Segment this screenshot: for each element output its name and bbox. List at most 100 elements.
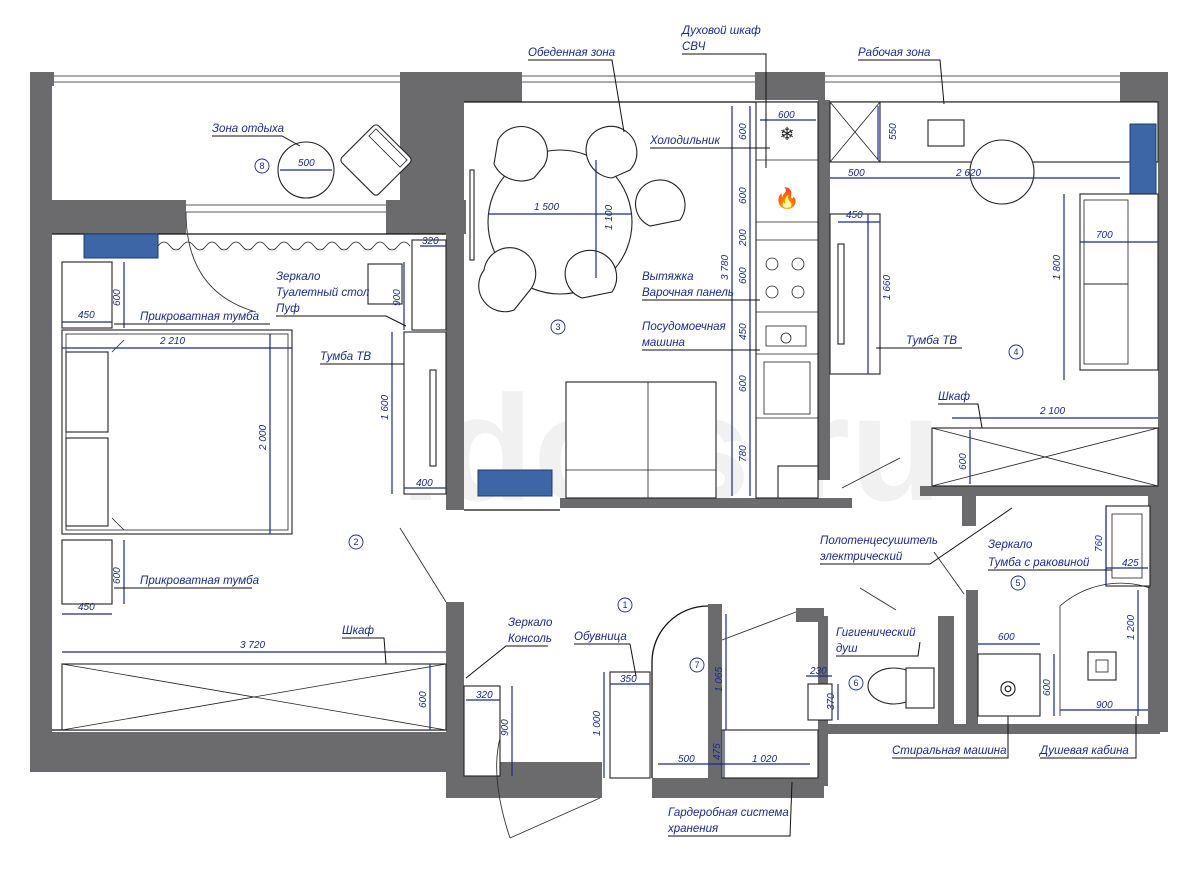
svg-text:475: 475 bbox=[712, 743, 723, 760]
doors bbox=[185, 211, 965, 839]
svg-text:1 000: 1 000 bbox=[592, 711, 603, 736]
svg-text:550: 550 bbox=[888, 123, 899, 140]
svg-text:1 100: 1 100 bbox=[604, 205, 615, 230]
label-dishwasher-2: машина bbox=[642, 337, 685, 349]
room-number-7: 7 bbox=[694, 660, 699, 670]
label-mirror-1: Зеркало bbox=[276, 271, 321, 283]
svg-text:600: 600 bbox=[958, 453, 969, 470]
svg-text:600: 600 bbox=[1042, 679, 1053, 696]
label-pouf: Пуф bbox=[276, 303, 300, 315]
svg-text:3 780: 3 780 bbox=[720, 255, 731, 280]
label-mirror-2: Зеркало bbox=[988, 539, 1033, 551]
svg-text:780: 780 bbox=[738, 445, 749, 462]
labels: Обеденная зона Духовой шкаф СВЧ Рабочая … bbox=[114, 25, 1137, 837]
label-towel-2: электрический bbox=[820, 551, 903, 563]
curtain bbox=[157, 241, 411, 251]
flame-icon: 🔥 bbox=[775, 186, 800, 210]
svg-text:900: 900 bbox=[500, 719, 511, 736]
svg-text:1 660: 1 660 bbox=[882, 275, 893, 300]
label-storage-2: хранения bbox=[667, 823, 718, 835]
label-hygienic-1: Гигиенический bbox=[836, 627, 916, 639]
svg-text:1 600: 1 600 bbox=[380, 395, 391, 420]
svg-text:700: 700 bbox=[1096, 230, 1113, 241]
svg-text:1 800: 1 800 bbox=[1052, 255, 1063, 280]
bath-furniture: ◎ 5 6 1 7 bbox=[463, 505, 1151, 779]
svg-text:350: 350 bbox=[620, 674, 637, 685]
label-rest-zone: Зона отдыха bbox=[212, 123, 284, 135]
svg-text:1 500: 1 500 bbox=[534, 202, 559, 213]
label-microwave: СВЧ bbox=[682, 41, 706, 53]
label-console: Консоль bbox=[508, 633, 552, 645]
room-number-5: 5 bbox=[1015, 578, 1020, 588]
svg-text:600: 600 bbox=[738, 123, 749, 140]
svg-text:600: 600 bbox=[418, 691, 429, 708]
laptop-icon bbox=[927, 119, 965, 147]
svg-text:2 100: 2 100 bbox=[1039, 406, 1065, 417]
svg-text:760: 760 bbox=[1094, 535, 1105, 552]
label-towel-1: Полотенцесушитель bbox=[820, 535, 938, 547]
svg-text:3 720: 3 720 bbox=[240, 640, 265, 651]
label-hygienic-2: душ bbox=[836, 643, 858, 655]
dimensions: 600 550 600 600 200 600 450 600 780 1 50… bbox=[62, 106, 1158, 778]
svg-text:200: 200 bbox=[738, 229, 749, 247]
label-wardrobe-2: Шкаф bbox=[342, 625, 374, 637]
label-dishwasher-1: Посудомоечная bbox=[642, 321, 726, 333]
bedroom-furniture: 2 bbox=[61, 233, 447, 731]
svg-text:450: 450 bbox=[78, 602, 95, 613]
room-number-2: 2 bbox=[353, 537, 358, 547]
label-oven: Духовой шкаф bbox=[680, 25, 761, 37]
label-dining-zone: Обеденная зона bbox=[528, 47, 615, 59]
label-shower: Душевая кабина bbox=[1038, 745, 1129, 757]
label-vanity-table: Туалетный стол bbox=[276, 287, 370, 299]
svg-text:500: 500 bbox=[298, 158, 315, 169]
svg-text:450: 450 bbox=[78, 310, 95, 321]
svg-text:900: 900 bbox=[1096, 700, 1113, 711]
svg-text:400: 400 bbox=[416, 478, 433, 489]
walls bbox=[30, 72, 1168, 798]
label-work-zone: Рабочая зона bbox=[858, 47, 930, 59]
label-mirror-3: Зеркало bbox=[508, 617, 553, 629]
svg-text:425: 425 bbox=[1122, 558, 1139, 569]
svg-text:1 020: 1 020 bbox=[752, 754, 777, 765]
label-wardrobe-1: Шкаф bbox=[938, 391, 970, 403]
label-shoe-rack: Обувница bbox=[574, 631, 627, 643]
svg-text:320: 320 bbox=[422, 236, 439, 247]
svg-text:600: 600 bbox=[738, 187, 749, 204]
label-storage-1: Гардеробная система bbox=[668, 807, 789, 819]
room-number-3: 3 bbox=[555, 322, 560, 332]
svg-text:500: 500 bbox=[678, 754, 695, 765]
svg-text:600: 600 bbox=[998, 632, 1015, 643]
rest-zone-furniture: 8 bbox=[254, 124, 412, 199]
label-bedside-2: Прикроватная тумба bbox=[140, 575, 259, 587]
label-sink-cabinet: Тумба с раковиной bbox=[988, 557, 1090, 569]
svg-text:600: 600 bbox=[112, 567, 123, 584]
svg-text:600: 600 bbox=[738, 267, 749, 284]
svg-text:600: 600 bbox=[112, 289, 123, 306]
svg-text:450: 450 bbox=[846, 210, 863, 221]
svg-text:500: 500 bbox=[848, 168, 865, 179]
label-hob: Варочная панель bbox=[642, 287, 734, 299]
radiator bbox=[83, 233, 159, 259]
label-fridge: Холодильник bbox=[649, 135, 720, 147]
snowflake-icon: ❄ bbox=[779, 124, 794, 144]
svg-text:600: 600 bbox=[778, 110, 795, 121]
svg-text:450: 450 bbox=[738, 323, 749, 340]
label-hood: Вытяжка bbox=[642, 271, 693, 283]
washing-machine-icon: ◎ bbox=[999, 677, 1016, 699]
svg-text:320: 320 bbox=[476, 690, 493, 701]
svg-text:2 000: 2 000 bbox=[258, 425, 269, 451]
label-tv-stand-1: Тумба ТВ bbox=[320, 351, 371, 363]
svg-text:370: 370 bbox=[826, 693, 837, 710]
room-number-1: 1 bbox=[622, 600, 627, 610]
svg-text:600: 600 bbox=[738, 375, 749, 392]
svg-text:1 065: 1 065 bbox=[714, 667, 725, 692]
svg-text:900: 900 bbox=[392, 289, 403, 306]
label-tv-stand-2: Тумба ТВ bbox=[906, 335, 957, 347]
blue-bench bbox=[477, 469, 553, 497]
room-number-8: 8 bbox=[259, 161, 264, 171]
label-bedside-1: Прикроватная тумба bbox=[140, 311, 259, 323]
svg-text:230: 230 bbox=[809, 666, 827, 677]
room-number-6: 6 bbox=[853, 678, 858, 688]
svg-text:1 200: 1 200 bbox=[1126, 615, 1137, 640]
